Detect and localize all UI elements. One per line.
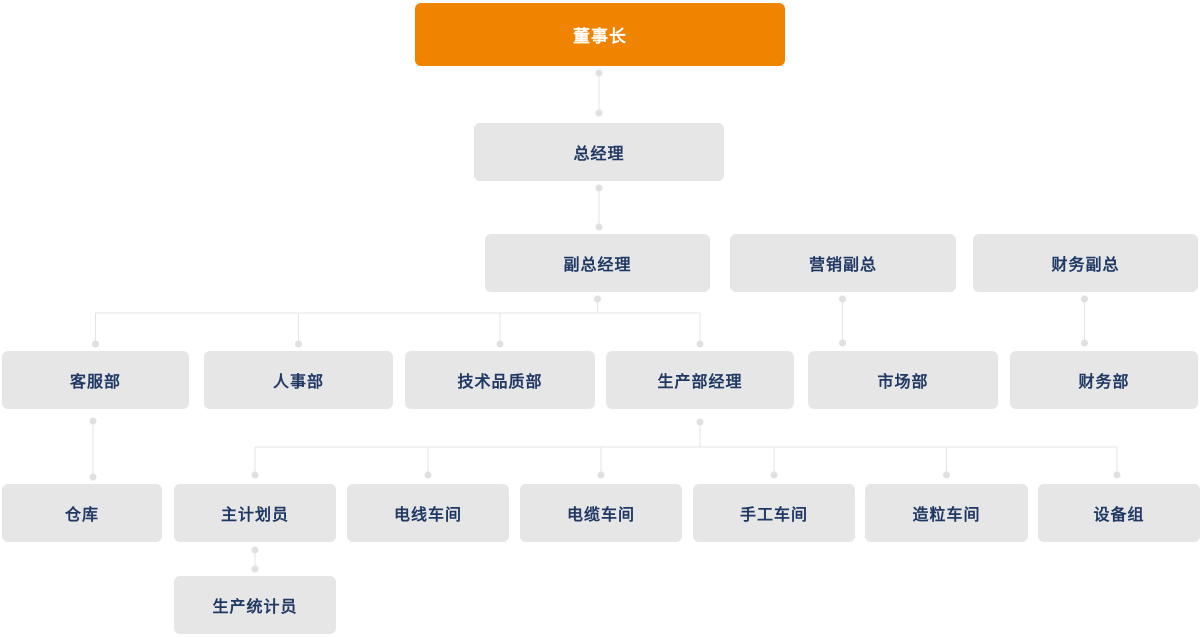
org-node-tech-quality-label: 技术品质部 bbox=[457, 374, 543, 391]
org-node-marketing-vp[interactable]: 营销副总 bbox=[730, 234, 956, 292]
org-node-hr-dept-label: 人事部 bbox=[272, 374, 324, 391]
connector-dgm-children bbox=[92, 295, 704, 348]
connector-chairman-gm bbox=[595, 69, 603, 117]
connector-mvp-mkt bbox=[839, 295, 846, 347]
org-node-general-manager-label: 总经理 bbox=[573, 146, 625, 163]
org-node-customer-service-label: 客服部 bbox=[69, 374, 121, 391]
org-node-wire-workshop[interactable]: 电线车间 bbox=[347, 484, 509, 542]
org-node-production-statistician-label: 生产统计员 bbox=[212, 599, 298, 616]
org-node-hr-dept[interactable]: 人事部 bbox=[204, 351, 393, 409]
org-node-market-dept-label: 市场部 bbox=[877, 374, 929, 391]
org-node-finance-vp[interactable]: 财务副总 bbox=[973, 234, 1198, 292]
connector-gm-dgm bbox=[595, 184, 603, 231]
org-node-finance-dept[interactable]: 财务部 bbox=[1010, 351, 1198, 409]
org-node-production-manager[interactable]: 生产部经理 bbox=[606, 351, 794, 409]
org-node-deputy-gm-label: 副总经理 bbox=[563, 257, 632, 274]
org-node-cable-workshop-label: 电缆车间 bbox=[566, 507, 635, 524]
org-node-marketing-vp-label: 营销副总 bbox=[808, 257, 877, 274]
org-node-cable-workshop[interactable]: 电缆车间 bbox=[520, 484, 682, 542]
org-node-production-manager-label: 生产部经理 bbox=[657, 374, 743, 391]
org-node-production-statistician[interactable]: 生产统计员 bbox=[174, 576, 336, 634]
connector-fvp-fin bbox=[1081, 295, 1088, 347]
org-node-finance-vp-label: 财务副总 bbox=[1051, 257, 1120, 274]
org-node-manual-workshop[interactable]: 手工车间 bbox=[693, 484, 855, 542]
org-node-equipment-group[interactable]: 设备组 bbox=[1038, 484, 1200, 542]
org-node-tech-quality[interactable]: 技术品质部 bbox=[405, 351, 595, 409]
org-node-finance-dept-label: 财务部 bbox=[1078, 374, 1130, 391]
org-node-equipment-group-label: 设备组 bbox=[1093, 507, 1145, 524]
org-node-chairman-label: 董事长 bbox=[573, 27, 627, 46]
org-node-manual-workshop-label: 手工车间 bbox=[739, 507, 808, 524]
org-node-market-dept[interactable]: 市场部 bbox=[808, 351, 998, 409]
connector-pm-children bbox=[251, 418, 1121, 479]
org-node-general-manager[interactable]: 总经理 bbox=[474, 123, 724, 181]
org-node-deputy-gm[interactable]: 副总经理 bbox=[485, 234, 710, 292]
org-node-warehouse[interactable]: 仓库 bbox=[2, 484, 162, 542]
org-node-granulation-workshop-label: 造粒车间 bbox=[912, 507, 981, 524]
connector-cs-warehouse bbox=[89, 417, 97, 481]
org-node-chief-planner-label: 主计划员 bbox=[220, 507, 289, 524]
org-node-granulation-workshop[interactable]: 造粒车间 bbox=[865, 484, 1028, 542]
org-node-chief-planner[interactable]: 主计划员 bbox=[174, 484, 336, 542]
org-node-chairman[interactable]: 董事长 bbox=[415, 3, 785, 66]
org-node-wire-workshop-label: 电线车间 bbox=[393, 507, 462, 524]
connector-cp-stat bbox=[251, 546, 259, 573]
org-node-warehouse-label: 仓库 bbox=[64, 507, 99, 524]
org-node-customer-service[interactable]: 客服部 bbox=[2, 351, 189, 409]
